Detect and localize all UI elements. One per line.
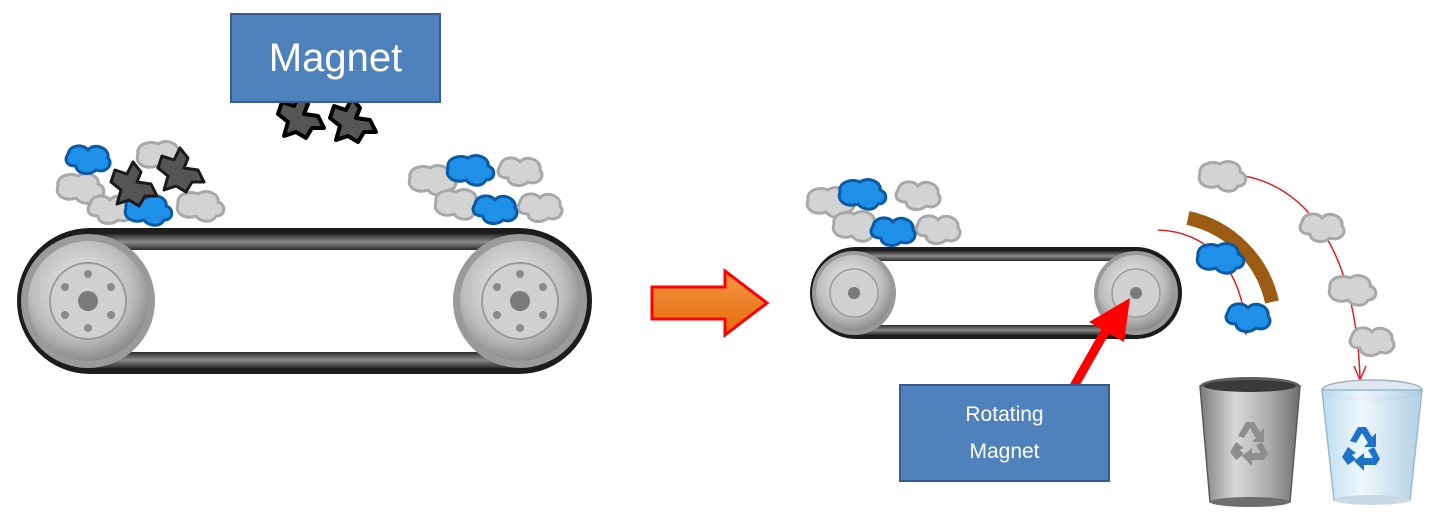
particle-pile-right bbox=[407, 154, 564, 225]
gray-particle bbox=[175, 190, 226, 223]
blue-particle bbox=[445, 154, 496, 187]
gray-particle bbox=[1348, 326, 1396, 357]
gray-particle bbox=[1197, 160, 1248, 193]
blue-particle bbox=[1224, 302, 1272, 333]
rotating-magnet-label-line1: Rotating bbox=[965, 403, 1044, 426]
arrow-right-icon bbox=[650, 267, 770, 339]
gray-particle bbox=[1298, 212, 1346, 243]
blue-particle bbox=[1195, 242, 1246, 275]
particle-pile-left bbox=[55, 140, 226, 227]
falling-particles bbox=[1195, 160, 1396, 357]
rotating-magnet-label: Rotating Magnet bbox=[899, 384, 1110, 482]
dark-particle bbox=[328, 96, 378, 144]
magnet-arc-icon bbox=[1186, 211, 1279, 304]
wheel-left bbox=[21, 234, 155, 368]
gray-particle bbox=[1327, 274, 1378, 307]
blue-particle bbox=[869, 216, 917, 247]
glass-recycle-bin-icon bbox=[1321, 379, 1423, 505]
wheel-left bbox=[812, 251, 896, 335]
belt-top-band bbox=[854, 251, 1137, 261]
conveyor-belt-left bbox=[17, 228, 592, 374]
pointer-arrow-icon bbox=[1068, 298, 1130, 393]
wheel-right bbox=[453, 234, 587, 368]
belt-interior bbox=[854, 261, 1137, 325]
gray-particle bbox=[496, 156, 544, 187]
blue-particle bbox=[837, 178, 888, 211]
gray-particle bbox=[914, 214, 962, 245]
blue-particle bbox=[471, 194, 519, 225]
recycle-bin-icon bbox=[1199, 377, 1301, 507]
belt-bottom-band bbox=[86, 352, 522, 368]
gray-particle bbox=[516, 192, 564, 223]
blue-particle bbox=[64, 144, 112, 175]
belt-bottom-band bbox=[854, 325, 1137, 335]
magnet-label: Magnet bbox=[230, 13, 441, 103]
rotating-magnet-label-line2: Magnet bbox=[969, 440, 1040, 463]
belt-top-band bbox=[86, 234, 522, 250]
gray-particle bbox=[894, 180, 942, 211]
belt-interior bbox=[86, 250, 522, 352]
particle-pile-conveyor-right bbox=[805, 178, 962, 247]
